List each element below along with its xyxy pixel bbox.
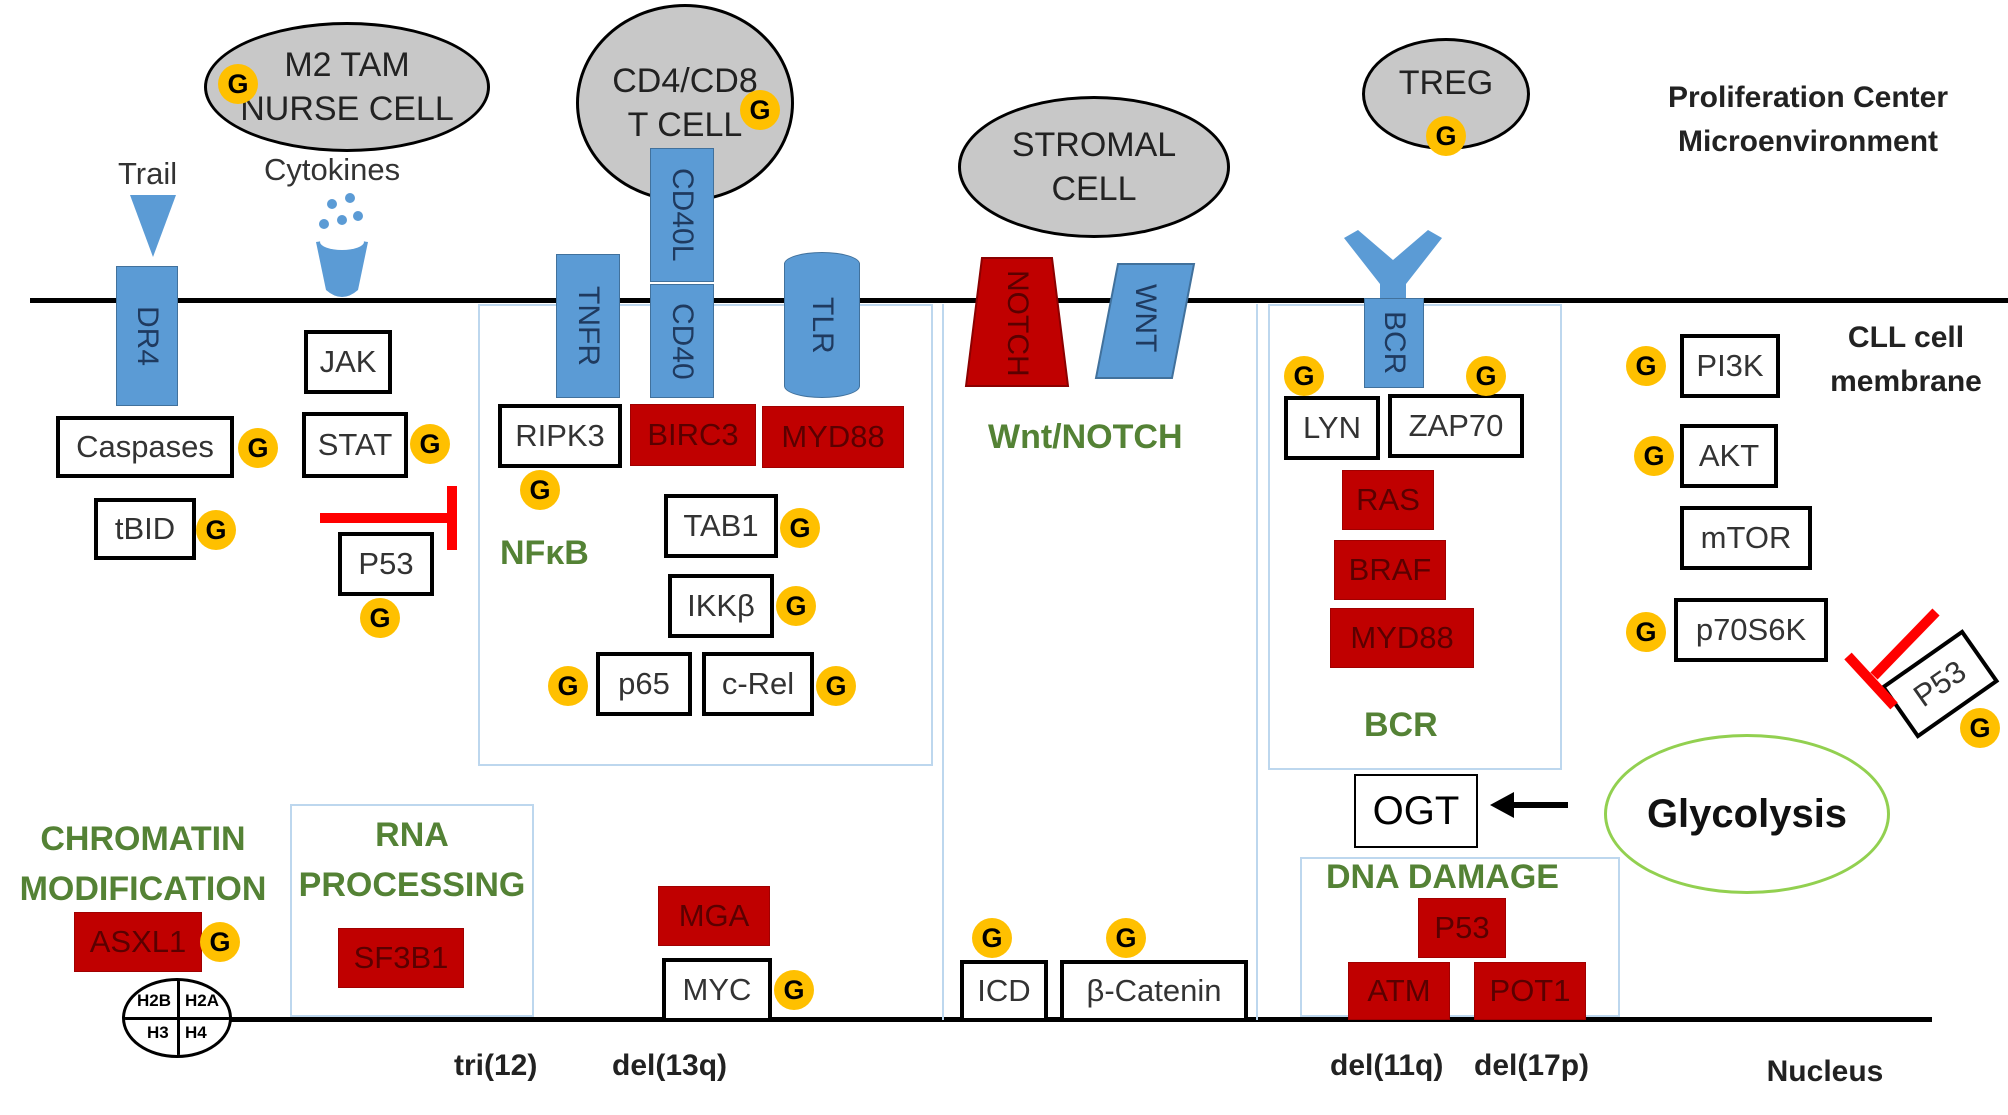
cytokines-label: Cytokines: [264, 152, 401, 187]
myc-box: MYC: [662, 958, 772, 1022]
histone-h3: H3: [147, 1023, 169, 1042]
del17p-label: del(17p): [1474, 1049, 1590, 1082]
dr4-receptor: DR4: [116, 266, 178, 406]
zap70-box: ZAP70: [1388, 394, 1524, 458]
trail-ligand-triangle: [130, 195, 176, 257]
bcr-receptor: BCR: [1364, 298, 1424, 388]
stat-p53-inhibition: [320, 486, 457, 550]
nucleus-label: Nucleus: [1766, 1055, 1884, 1088]
p53-left-box: P53: [338, 532, 434, 596]
crel-box: c-Rel: [702, 652, 814, 716]
mga-box: MGA: [658, 886, 770, 946]
g-badge-ikkb: G: [776, 586, 816, 626]
cytokine-receptor-cup: [316, 193, 368, 297]
g-badge-crel: G: [816, 666, 856, 706]
atm-box: ATM: [1348, 962, 1450, 1020]
bcr-panel-divider: [1256, 304, 1258, 1020]
g-badge-lyn: G: [1284, 356, 1324, 396]
chromatin-modification-label: CHROMATIN MODIFICATION: [19, 820, 267, 908]
sf3b1-box: SF3B1: [338, 928, 464, 988]
glycolysis-to-ogt-arrow: [1490, 792, 1568, 818]
wnt-receptor: [1094, 263, 1196, 379]
g-badge-pi3k: G: [1626, 346, 1666, 386]
myd88-nfkb-box: MYD88: [762, 406, 904, 468]
cd40l-ligand: CD40L: [650, 148, 714, 282]
glycolysis-ellipse: Glycolysis: [1604, 734, 1890, 894]
braf-box: BRAF: [1334, 540, 1446, 600]
asxl1-box: ASXL1: [74, 912, 202, 972]
mtor-box: mTOR: [1680, 506, 1812, 570]
tlr-receptor: TLR: [784, 252, 860, 398]
g-badge-akt: G: [1634, 436, 1674, 476]
g-badge-tbid: G: [196, 510, 236, 550]
histone-octamer: H2B H2A H3 H4: [122, 978, 232, 1058]
myd88-bcr-box: MYD88: [1330, 608, 1474, 668]
wnt-notch-pathway-label: Wnt/NOTCH: [988, 418, 1183, 456]
pi3k-box: PI3K: [1680, 334, 1780, 398]
proliferation-center-label: Proliferation Center Microenvironment: [1667, 81, 1949, 158]
g-badge-icd: G: [972, 918, 1012, 958]
g-badge-bcatenin: G: [1106, 918, 1146, 958]
g-badge-caspases: G: [238, 428, 278, 468]
dna-damage-label: DNA DAMAGE: [1326, 858, 1559, 896]
g-badge-tcell: G: [740, 90, 780, 130]
p65-box: p65: [596, 652, 692, 716]
jak-box: JAK: [304, 330, 392, 394]
histone-h2b: H2B: [137, 991, 172, 1010]
g-badge-m2tam: G: [218, 64, 258, 104]
p70s6k-p53-inhibition: [1844, 608, 1940, 710]
g-badge-p65: G: [548, 666, 588, 706]
rna-processing-label: RNA PROCESSING: [298, 816, 526, 904]
tbid-box: tBID: [94, 498, 196, 560]
g-badge-tab1: G: [780, 508, 820, 548]
g-badge-stat: G: [410, 424, 450, 464]
wnt-notch-panel-divider: [942, 304, 944, 1020]
ikkb-box: IKKβ: [668, 574, 774, 638]
stromal-cell: STROMAL CELL: [958, 96, 1230, 238]
tab1-box: TAB1: [664, 494, 778, 558]
histone-h2a: H2A: [185, 991, 220, 1010]
g-badge-treg: G: [1426, 116, 1466, 156]
p70s6k-box: p70S6K: [1674, 598, 1828, 662]
tri12-label: tri(12): [454, 1049, 538, 1082]
cd40-receptor: CD40: [650, 284, 714, 398]
histone-h4: H4: [185, 1023, 207, 1042]
g-badge-myc: G: [774, 970, 814, 1010]
nfkb-pathway-label: NFκB: [500, 534, 589, 572]
del13q-label: del(13q): [612, 1049, 728, 1082]
del11q-label: del(11q): [1330, 1049, 1444, 1082]
ripk3-box: RIPK3: [498, 404, 622, 468]
g-badge-p70s6k: G: [1626, 612, 1666, 652]
pot1-box: POT1: [1474, 962, 1586, 1020]
cll-cell-membrane-label: CLL cell membrane: [1830, 321, 1982, 398]
lyn-box: LYN: [1284, 396, 1380, 460]
birc3-box: BIRC3: [630, 404, 756, 466]
g-badge-p53-right: G: [1960, 708, 2000, 748]
notch-label: NOTCH: [1001, 270, 1034, 377]
nuclear-membrane-line: [180, 1017, 1932, 1022]
dna-damage-panel: [1300, 857, 1620, 1017]
g-badge-zap70: G: [1466, 356, 1506, 396]
g-badge-p53-left: G: [360, 598, 400, 638]
beta-catenin-box: β-Catenin: [1060, 960, 1248, 1022]
tnfr-receptor: TNFR: [556, 254, 620, 398]
g-badge-asxl1: G: [200, 922, 240, 962]
histone-horizontal-divider: [125, 1017, 229, 1020]
ras-box: RAS: [1342, 470, 1434, 530]
icd-box: ICD: [960, 960, 1048, 1022]
wnt-label: WNT: [1129, 284, 1162, 353]
notch-receptor: [964, 257, 1070, 387]
g-badge-ripk3: G: [520, 470, 560, 510]
p53-dna-box: P53: [1418, 898, 1506, 958]
ogt-box: OGT: [1354, 774, 1478, 848]
glycolysis-label: Glycolysis: [1646, 791, 1848, 836]
bcr-receptor-head: [1344, 230, 1442, 302]
rna-processing-panel: [290, 804, 534, 1017]
bcr-pathway-label: BCR: [1364, 706, 1438, 744]
akt-box: AKT: [1680, 424, 1778, 488]
caspases-box: Caspases: [56, 416, 234, 478]
trail-label: Trail: [118, 156, 178, 191]
stat-box: STAT: [302, 412, 408, 478]
